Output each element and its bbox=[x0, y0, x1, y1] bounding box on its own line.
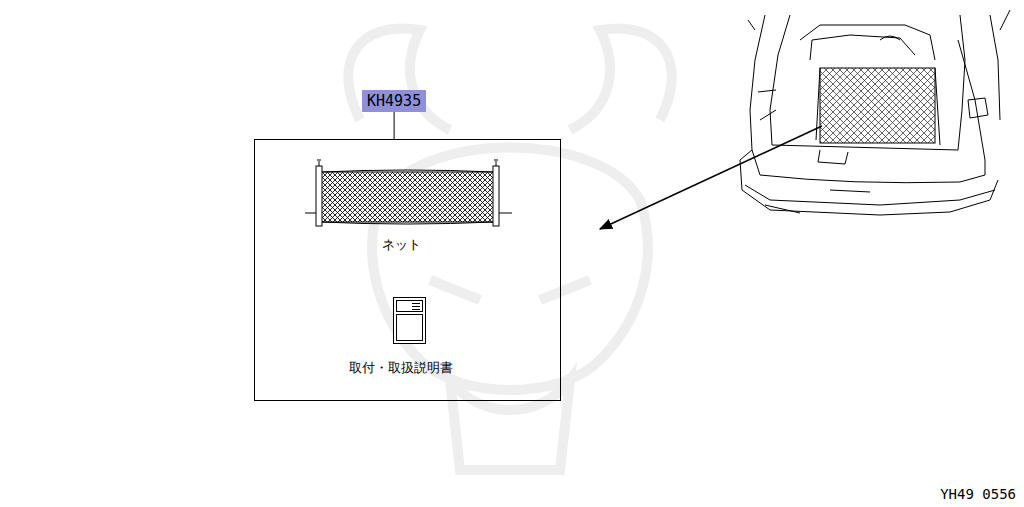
watermark bbox=[348, 28, 672, 470]
part-name: 取付・取扱説明書 bbox=[349, 359, 453, 377]
part-number-box: KH4935 bbox=[362, 90, 426, 112]
pointer-arrow bbox=[600, 126, 822, 229]
parts-frame: ネット取付・取扱説明書 bbox=[254, 139, 561, 401]
net-illustration bbox=[305, 160, 512, 226]
part-number: KH4935 bbox=[367, 92, 421, 110]
figure-number: YH49 0556 bbox=[940, 486, 1016, 502]
leader-line bbox=[394, 112, 395, 139]
manual-icon bbox=[394, 298, 426, 344]
part-name: ネット bbox=[382, 236, 421, 254]
vehicle-illustration bbox=[740, 10, 1010, 215]
